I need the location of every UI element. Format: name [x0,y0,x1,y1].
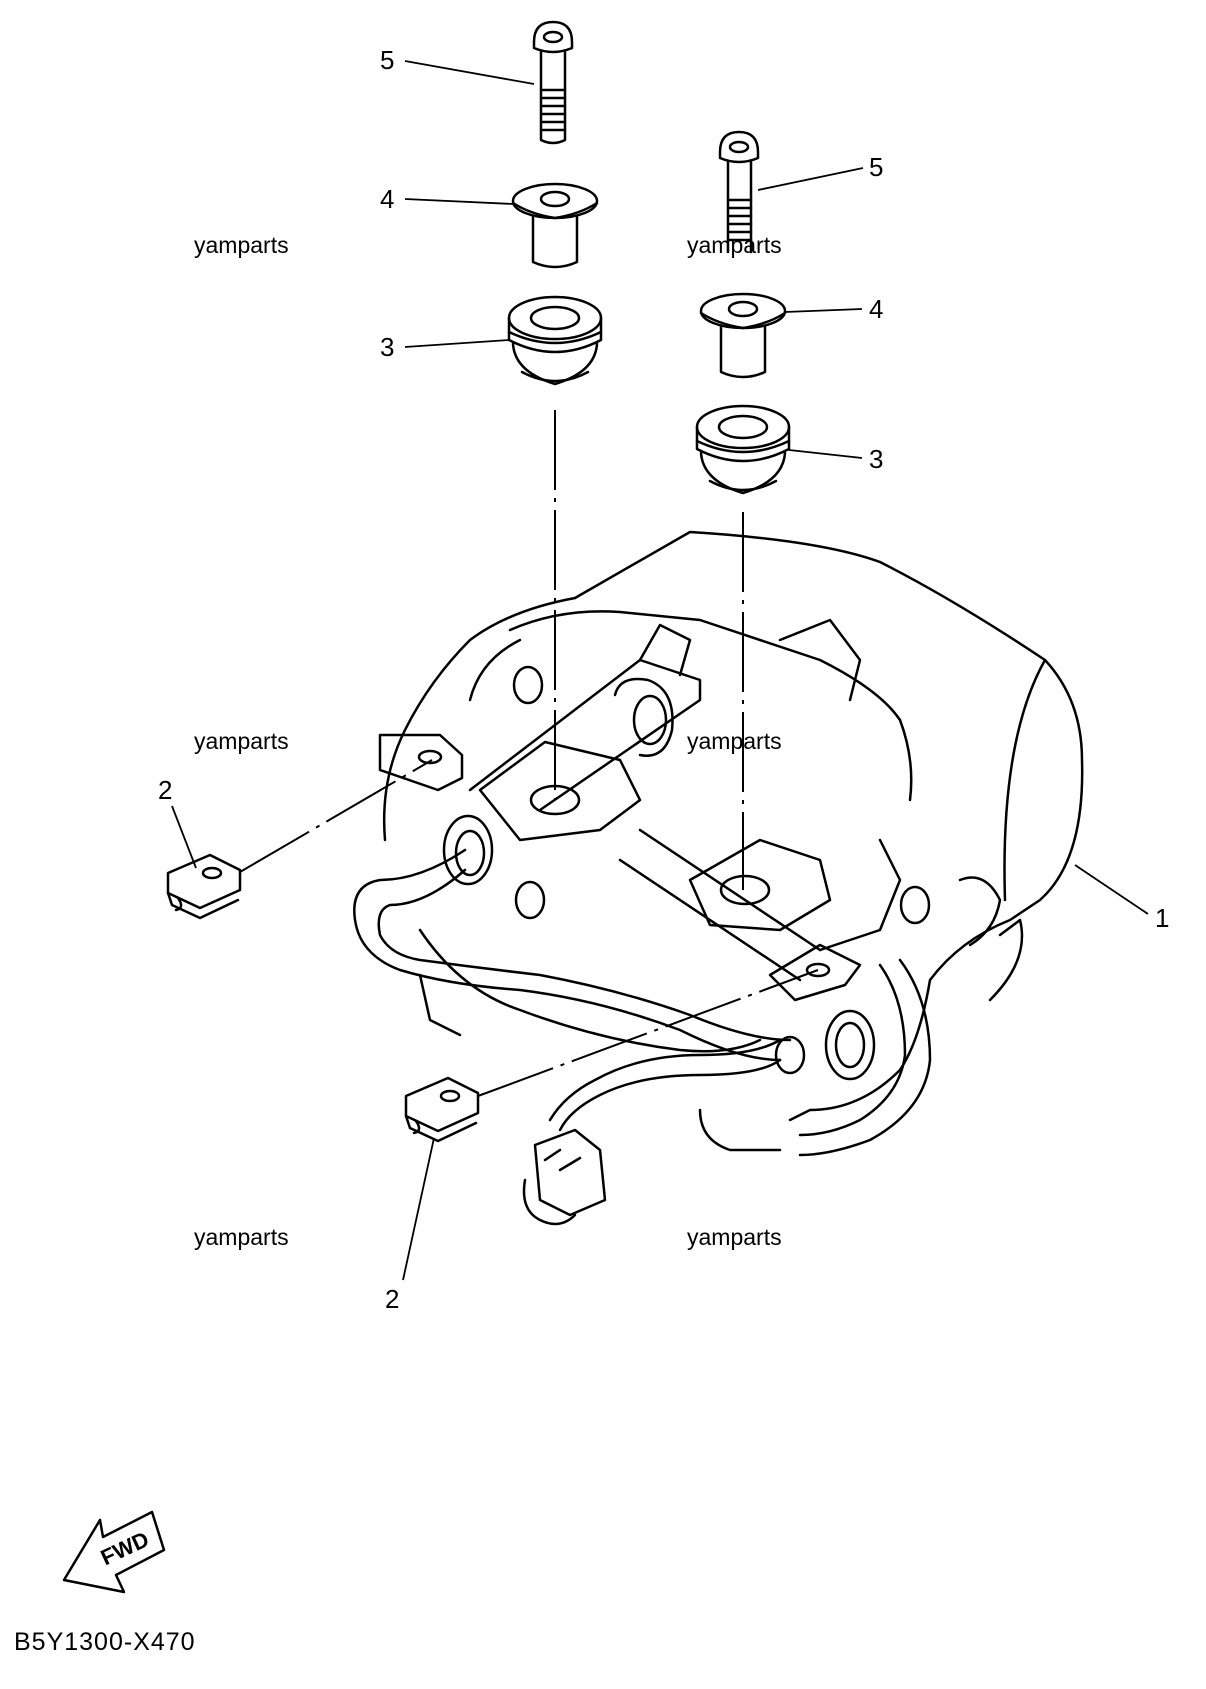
watermark: yamparts [194,728,289,754]
callout-bolt-right: 5 [869,152,884,182]
leader-grommet-left [404,339,510,348]
callout-collar-left: 4 [380,184,395,214]
collar-right [699,292,787,379]
leader-collar-left [404,198,514,205]
watermark: yamparts [194,232,289,258]
assembly-line-nut-left [239,759,433,873]
callout-collar-right: 4 [869,294,884,324]
fwd-arrow [62,1510,166,1594]
callout-nut-left: 2 [158,775,173,805]
wire-harness [353,848,1002,1226]
clip-nut-left [166,853,242,920]
collar-left [511,182,599,269]
fwd-text: FWD [97,1526,153,1570]
watermark: yamparts [687,728,782,754]
leader-collar-right [784,308,863,313]
clip-nut-bottom [404,1076,480,1143]
callout-bolt-left: 5 [380,45,395,75]
assembly-line-nut-bottom [477,969,819,1097]
leader-bolt-right [757,167,864,191]
watermark: yamparts [687,1224,782,1250]
watermark: yamparts [687,232,782,258]
bolt-right [718,130,760,254]
leader-nut-left [171,805,197,869]
callout-nut-bottom: 2 [385,1284,400,1314]
callout-grommet-right: 3 [869,444,884,474]
watermark: yamparts [194,1224,289,1250]
callout-grommet-left: 3 [380,332,395,362]
grommet-right [695,404,791,495]
callout-seat: 1 [1155,903,1170,933]
leader-bolt-left [404,60,535,85]
bolt-left [532,20,574,145]
leader-grommet-right [788,449,863,459]
seat-body [378,530,1084,1152]
leader-nut-bottom [402,1137,435,1281]
diagram-code: B5Y1300-X470 [14,1628,196,1656]
grommet-left [507,295,603,386]
leader-seat [1074,864,1149,915]
